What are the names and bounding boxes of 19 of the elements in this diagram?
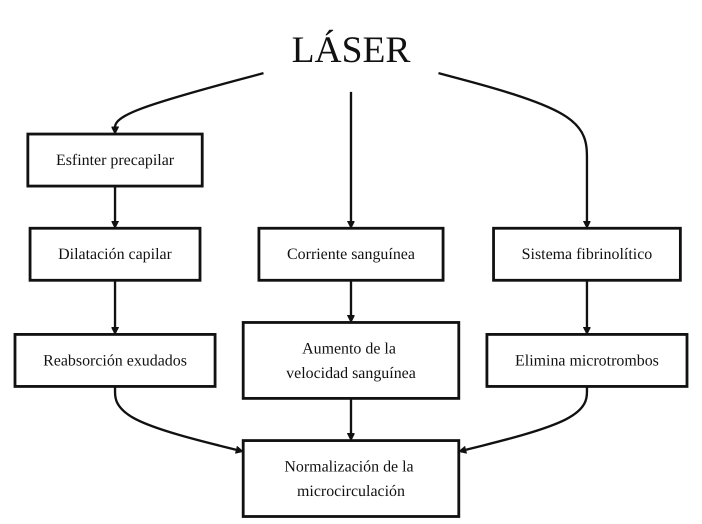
arrow [110, 72, 264, 134]
arrow [346, 398, 356, 441]
arrow [346, 280, 356, 323]
node-box: Normalización de la microcirculación [242, 439, 460, 518]
node-box: Corriente sanguínea [258, 226, 444, 282]
arrow [110, 280, 120, 335]
node-box: Reabsorción exudados [14, 333, 216, 388]
arrow [438, 72, 592, 229]
node-box: Elimina microtrombos [486, 333, 688, 388]
node-text: LÁSER [292, 28, 410, 70]
node-box: Esfinter precapilar [26, 132, 204, 188]
arrow [110, 186, 120, 229]
arrow [114, 386, 244, 454]
node-box: Aumento de la velocidad sanguínea [242, 321, 460, 400]
arrow [582, 280, 592, 335]
node-box: Dilatación capilar [28, 226, 202, 282]
node-box: Sistema fibrinolítico [492, 226, 682, 282]
arrow [458, 386, 588, 454]
arrow [346, 92, 356, 229]
